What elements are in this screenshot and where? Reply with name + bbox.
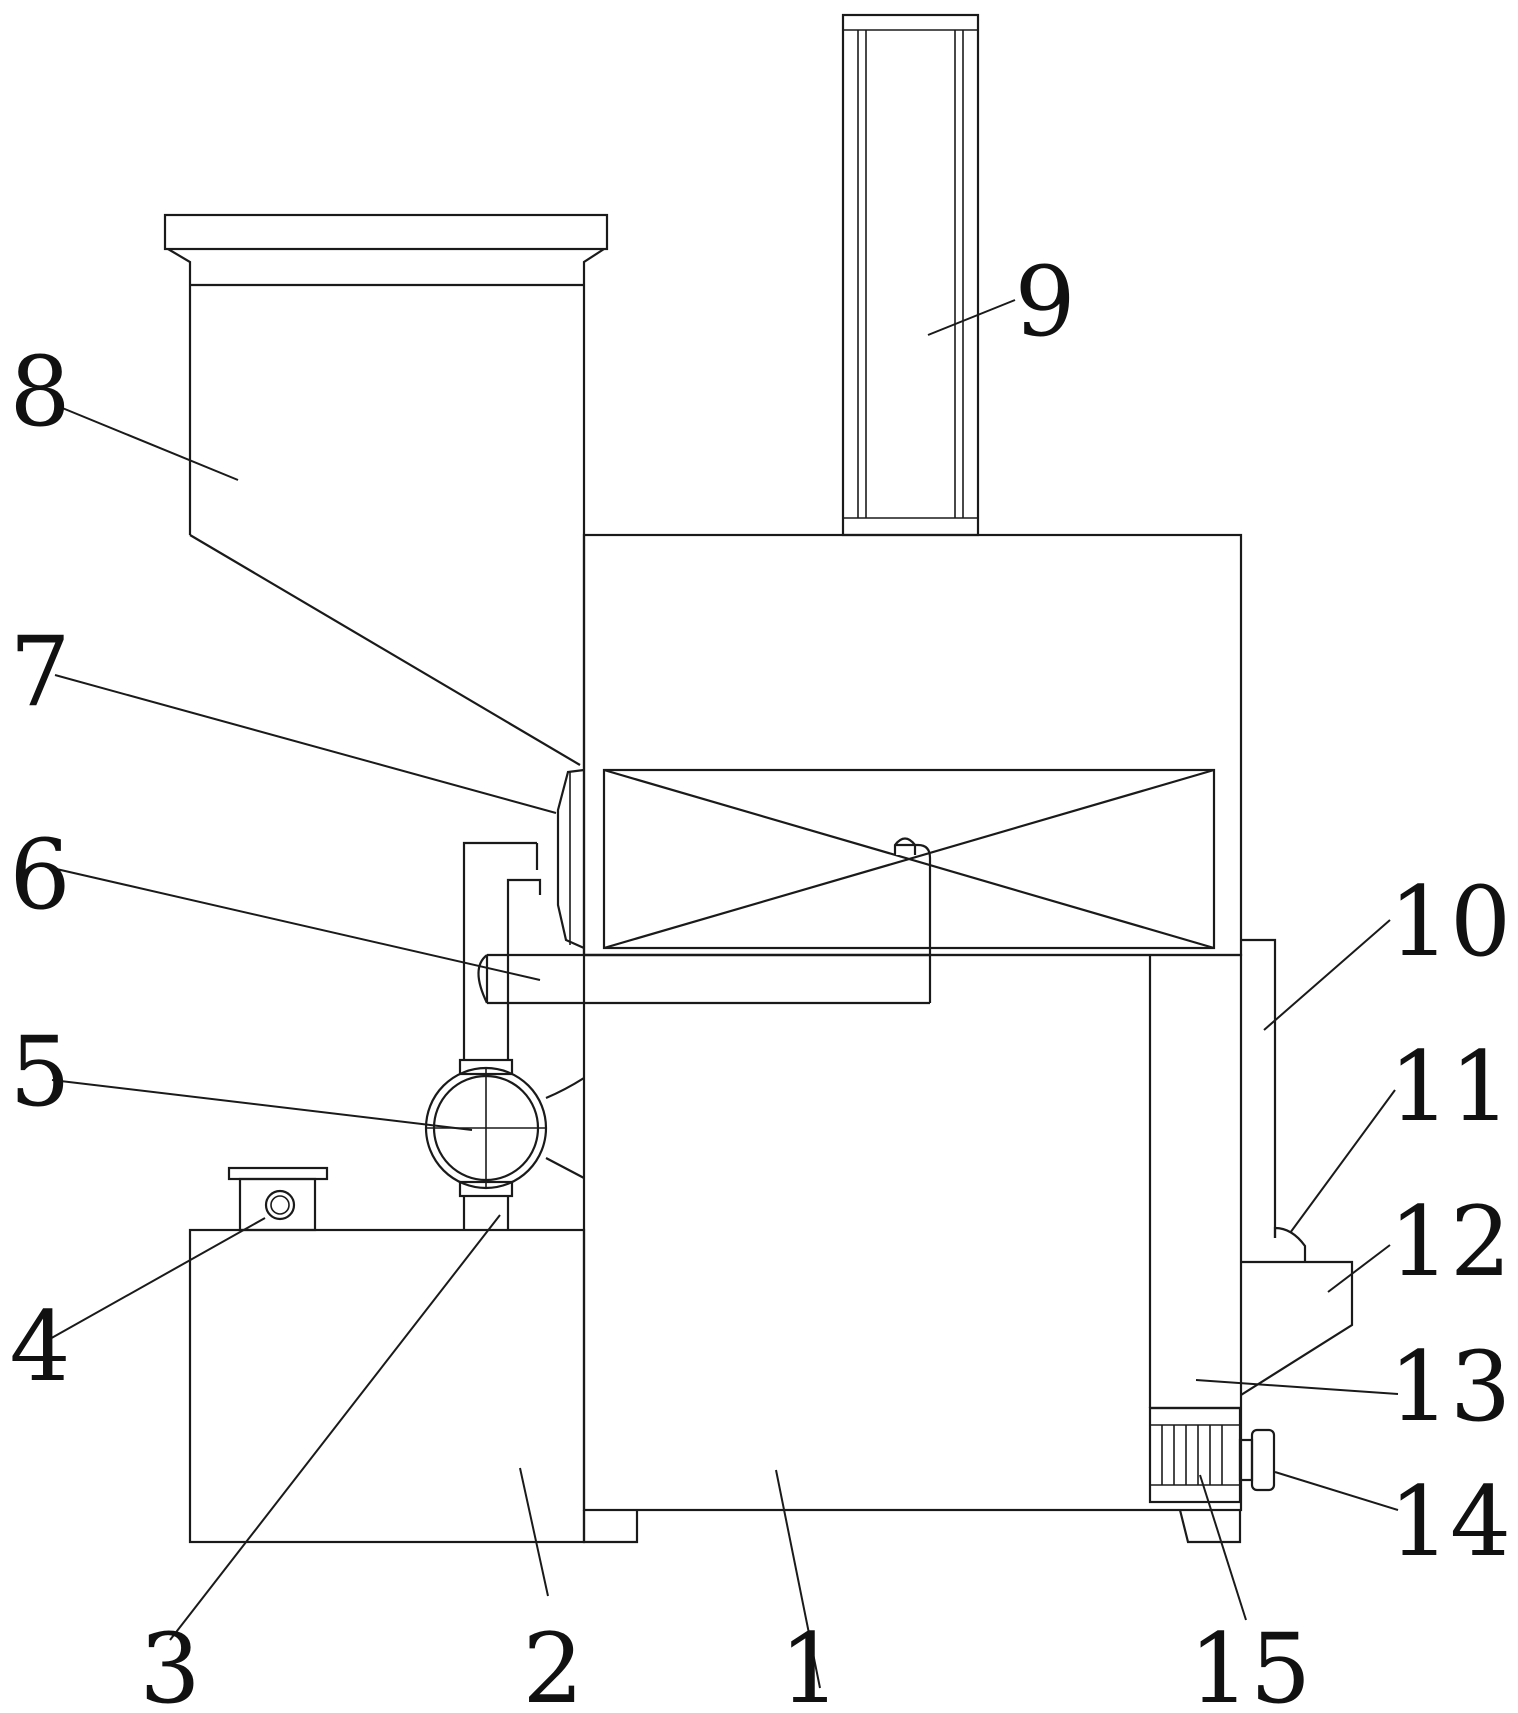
callout-8: 8: [9, 336, 70, 448]
leader-11: [1289, 1089, 1396, 1234]
plate-part-10: [1241, 938, 1277, 1238]
crushing-chamber: [602, 768, 1216, 950]
callout-3: 3: [139, 1613, 200, 1713]
callout-4: 4: [9, 1291, 70, 1403]
callout-1: 1: [779, 1613, 840, 1713]
callout-14: 14: [1389, 1466, 1511, 1578]
leader-7: [54, 674, 557, 814]
leader-3: [169, 1214, 501, 1641]
leader-lines: [47, 299, 1399, 1689]
pipe-part-6: [462, 841, 932, 1060]
callout-labels: 1 2 3 4 5 6 7 8 9 10 11 12 13 14 15: [9, 246, 1511, 1713]
inlet-part-7: [556, 768, 585, 950]
leader-15: [1199, 1474, 1247, 1621]
channel-part-13: [1148, 955, 1240, 1410]
callout-9: 9: [1014, 246, 1075, 358]
leader-13: [1195, 1379, 1399, 1395]
bracket-part-11: [1273, 1226, 1307, 1262]
callout-12: 12: [1389, 1186, 1511, 1298]
pipe-part-3: [462, 1196, 510, 1230]
pump-part-5: [424, 1058, 585, 1198]
callout-2: 2: [522, 1613, 583, 1713]
leader-1: [775, 1469, 821, 1689]
cap-part-4: [227, 1166, 329, 1232]
motor-part-15: [1148, 1406, 1242, 1504]
body-part-1: [582, 953, 1243, 1544]
callout-7: 7: [9, 616, 70, 728]
knob-part-14: [1238, 1428, 1276, 1492]
leader-12: [1327, 1244, 1391, 1293]
leader-2: [519, 1467, 549, 1597]
leader-5: [51, 1079, 473, 1131]
callout-5: 5: [9, 1016, 70, 1128]
leader-8: [54, 404, 239, 481]
leader-14: [1274, 1471, 1399, 1511]
callout-6: 6: [9, 819, 70, 931]
callout-13: 13: [1389, 1331, 1511, 1443]
callout-11: 11: [1389, 1031, 1511, 1143]
leader-9: [927, 299, 1016, 336]
callout-10: 10: [1389, 866, 1511, 978]
leader-4: [47, 1217, 266, 1341]
callout-15: 15: [1189, 1613, 1311, 1713]
chute-part-12: [1240, 1260, 1354, 1396]
hopper-part-8: [163, 213, 609, 766]
leader-10: [1263, 919, 1391, 1031]
column-part-9: [841, 13, 980, 537]
tank-part-2: [188, 1228, 586, 1544]
leader-6: [51, 867, 541, 981]
